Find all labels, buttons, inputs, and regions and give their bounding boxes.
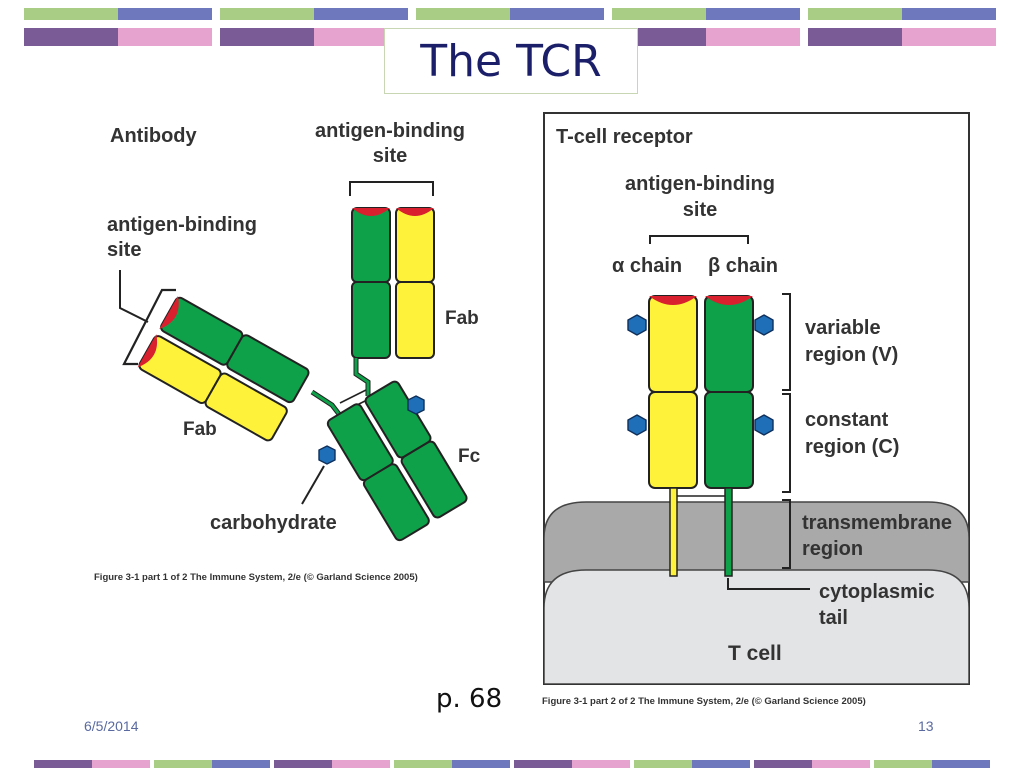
page-reference: p. 68 [436, 684, 503, 714]
tcr-membrane [544, 501, 969, 583]
tcr-cytoplasmic-pointer [727, 578, 810, 590]
antibody-fc-stem [326, 380, 468, 542]
antibody-top-binding-bracket [349, 181, 434, 196]
tcr-cell-label: T cell [728, 642, 782, 665]
tcr-binding-label-line1: antigen-binding [625, 173, 775, 195]
tcr-beta-label: β chain [708, 255, 778, 277]
antibody-fc-label: Fc [458, 446, 481, 467]
antibody-fab-left-label: Fab [183, 419, 217, 440]
tcr-alpha-label: α chain [612, 255, 682, 277]
tcr-transmembrane-label-line2: region [802, 538, 863, 560]
antibody-left-binding-pointer [119, 270, 149, 323]
tcr-carbohydrate-icon-3 [627, 414, 647, 436]
tcr-cytoplasmic-label-line1: cytoplasmic [819, 581, 935, 603]
antibody-left-binding-label-line1: antigen-binding [107, 214, 257, 236]
tcr-carbohydrate-icon-4 [754, 414, 774, 436]
tcr-heading: T-cell receptor [556, 126, 693, 148]
tcr-transmembrane-label-line1: transmembrane [802, 512, 952, 534]
antibody-top-binding-label-line2: site [373, 145, 407, 167]
tcr-region-brackets [782, 293, 791, 569]
tcr-cytoplasmic-label-line2: tail [819, 607, 848, 629]
tcr-figure: T-cell receptor antigen-binding site α c… [542, 112, 970, 707]
slide-date: 6/5/2014 [84, 718, 139, 734]
tcr-cell-body [544, 569, 969, 684]
tcr-alpha-chain [648, 295, 698, 577]
bottom-decorative-band [0, 756, 1024, 768]
tcr-carbohydrate-icon-2 [754, 314, 774, 336]
antibody-left-binding-label-line2: site [107, 239, 141, 261]
antibody-carbohydrate-pointer [301, 465, 325, 505]
tcr-constant-label-line2: region (C) [805, 436, 899, 458]
tcr-figure-caption: Figure 3-1 part 2 of 2 The Immune System… [542, 696, 866, 707]
tcr-variable-label-line2: region (V) [805, 344, 898, 366]
antibody-heading: Antibody [110, 125, 198, 147]
antibody-upper-fab-arm [351, 207, 435, 396]
tcr-variable-label-line1: variable [805, 317, 881, 339]
slide-title-box: The TCR [384, 28, 638, 94]
antibody-figure: Antibody antigen-binding site Fab antige… [94, 120, 481, 583]
slide-title: The TCR [420, 36, 602, 87]
tcr-beta-chain [704, 295, 754, 577]
antibody-carbohydrate-label: carbohydrate [210, 512, 337, 534]
antibody-carbohydrate-icon-1 [407, 395, 425, 415]
tcr-carbohydrate-icon-1 [627, 314, 647, 336]
antibody-left-fab-arm [137, 296, 310, 442]
tcr-constant-label-line1: constant [805, 409, 889, 431]
antibody-fab-right-label: Fab [445, 308, 479, 329]
tcr-binding-bracket [649, 235, 749, 244]
tcr-binding-label-line2: site [683, 199, 717, 221]
antibody-top-binding-label-line1: antigen-binding [315, 120, 465, 142]
antibody-figure-caption: Figure 3-1 part 1 of 2 The Immune System… [94, 572, 418, 583]
slide-number: 13 [918, 718, 934, 734]
antibody-left-binding-bracket [122, 288, 176, 366]
antibody-carbohydrate-icon-2 [318, 445, 336, 465]
